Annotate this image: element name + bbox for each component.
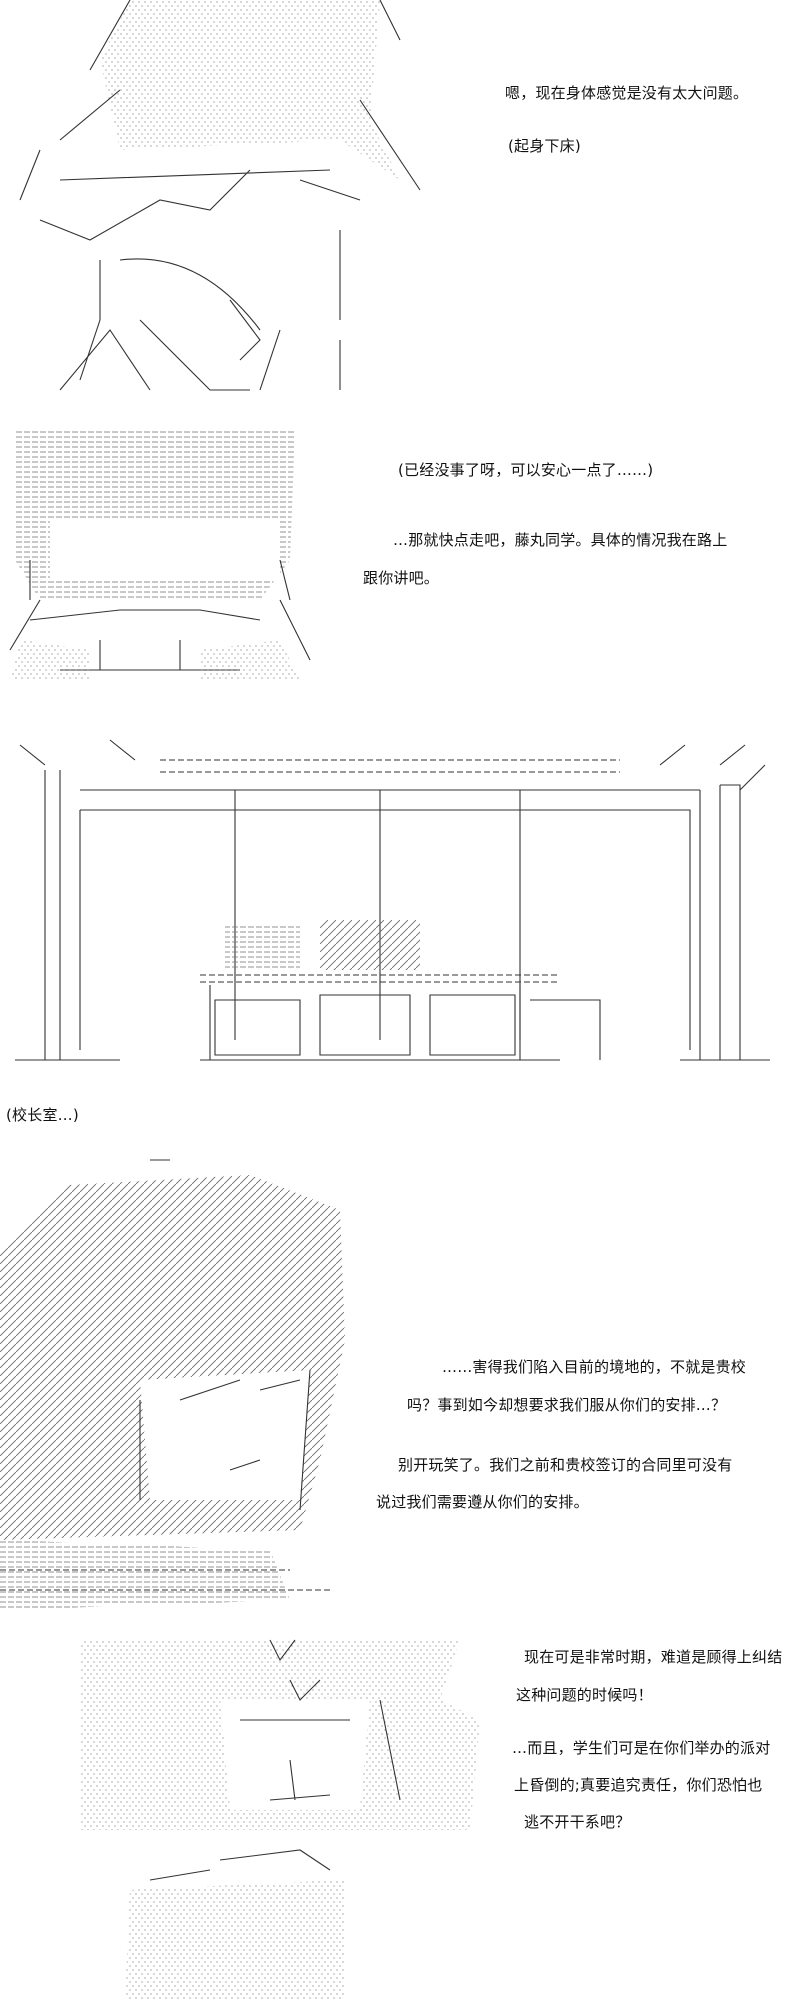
- dialogue-line: ……害得我们陷入目前的境地的，不就是贵校: [442, 1358, 747, 1376]
- dialogue-line: 这种问题的时候吗！: [516, 1686, 653, 1704]
- dialogue-line: …而且，学生们可是在你们举办的派对: [512, 1739, 771, 1757]
- art-principal-office: [15, 739, 770, 1061]
- dialogue-line: 说过我们需要遵从你们的安排。: [376, 1493, 589, 1511]
- dialogue-line: 现在可是非常时期，难道是顾得上纠结: [524, 1648, 783, 1666]
- dialogue-line: 嗯，现在身体感觉是没有太大问题。: [505, 84, 749, 102]
- narration-line: (起身下床): [508, 137, 581, 155]
- art-character-standing: [9, 428, 311, 680]
- art-character-retort: [80, 1639, 480, 1830]
- thought-line: (已经没事了呀，可以安心一点了……): [398, 461, 654, 479]
- dialogue-line: 吗？事到如今却想要求我们服从你们的安排…？: [407, 1396, 727, 1414]
- dialogue-line: 上昏倒的;真要追究责任，你们恐怕也: [514, 1776, 763, 1794]
- art-character-arguing: [0, 1159, 345, 1610]
- location-caption: (校长室…): [6, 1106, 79, 1124]
- art-character-waking: [19, 0, 421, 391]
- art-character-bottom: [125, 1849, 345, 2000]
- dialogue-line: 逃不开干系吧？: [524, 1813, 631, 1831]
- dialogue-line: …那就快点走吧，藤丸同学。具体的情况我在路上: [393, 531, 728, 549]
- dialogue-line: 跟你讲吧。: [363, 569, 440, 587]
- dialogue-line: 别开玩笑了。我们之前和贵校签订的合同里可没有: [398, 1456, 733, 1474]
